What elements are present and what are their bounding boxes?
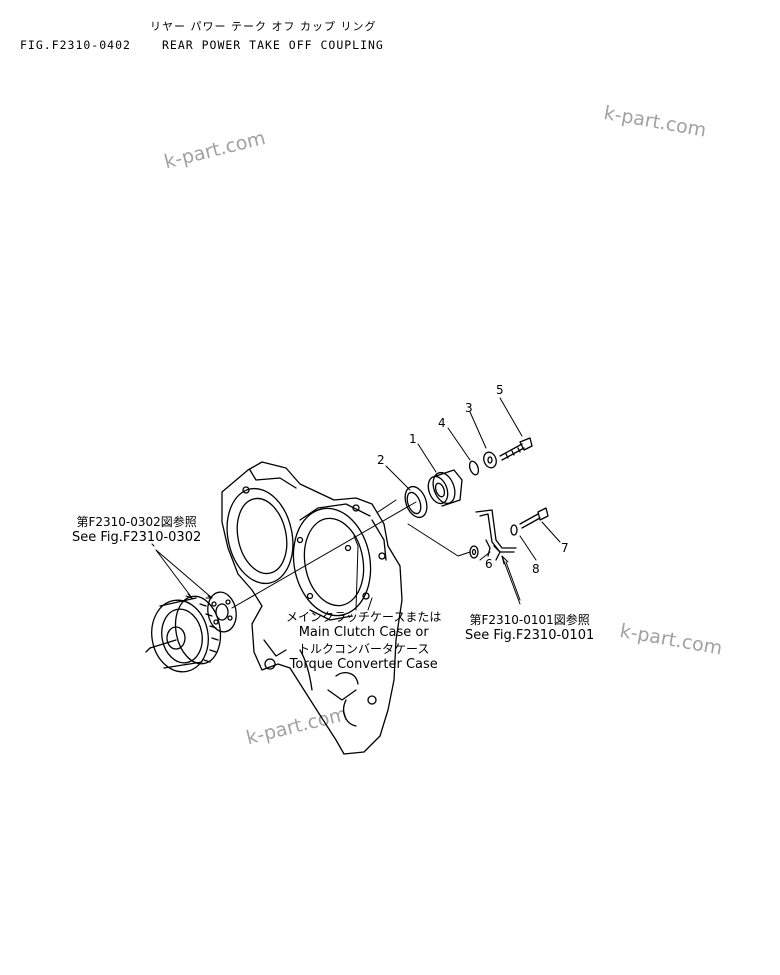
coupling-gear-assembly [145, 595, 222, 673]
callout-1: 1 [409, 432, 417, 446]
reference-right-en: See Fig.F2310-0101 [465, 628, 595, 643]
callout-4: 4 [438, 416, 446, 430]
callout-7: 7 [561, 541, 569, 555]
reference-right-jp: 第F2310-0101図参照 [469, 613, 590, 627]
reference-left-jp: 第F2310-0302図参照 [76, 515, 197, 529]
lubrication-tube [475, 509, 517, 561]
assembly-axis-lines [231, 499, 521, 609]
part-6-washer [469, 545, 479, 559]
part-2-oil-seal [404, 485, 428, 519]
case-label-en-1: Main Clutch Case or [298, 625, 429, 640]
case-label-jp-2: トルクコンバータケース [298, 642, 430, 656]
part-4-o-ring [468, 460, 480, 476]
case-label-en-2: Torque Converter Case [289, 657, 438, 672]
part-8-washer [510, 524, 518, 536]
reference-right: 第F2310-0101図参照 See Fig.F2310-0101 [465, 612, 594, 644]
part-3-washer [483, 451, 497, 469]
figure-title: REAR POWER TAKE OFF COUPLING [162, 38, 384, 52]
case-label: メインクラッチケースまたは Main Clutch Case or トルクコンバ… [286, 609, 441, 673]
figure-number: FIG.F2310-0402 [20, 38, 131, 52]
reference-left-en: See Fig.F2310-0302 [72, 530, 202, 545]
part-7-bolt [519, 507, 549, 529]
main-clutch-case-outline [221, 461, 403, 755]
header-japanese-title: リヤー パワー テーク オフ カップ リング [150, 20, 377, 33]
reference-left: 第F2310-0302図参照 See Fig.F2310-0302 [72, 514, 201, 546]
leader-lines [151, 397, 561, 611]
callout-5: 5 [496, 383, 504, 397]
callout-6: 6 [485, 557, 493, 571]
callout-3: 3 [465, 401, 473, 415]
part-5-bolt [499, 437, 533, 461]
callout-2: 2 [377, 453, 385, 467]
part-1-cover [427, 469, 463, 507]
case-label-jp-1: メインクラッチケースまたは [286, 610, 442, 624]
callout-8: 8 [532, 562, 540, 576]
coupling-flange [207, 591, 237, 633]
